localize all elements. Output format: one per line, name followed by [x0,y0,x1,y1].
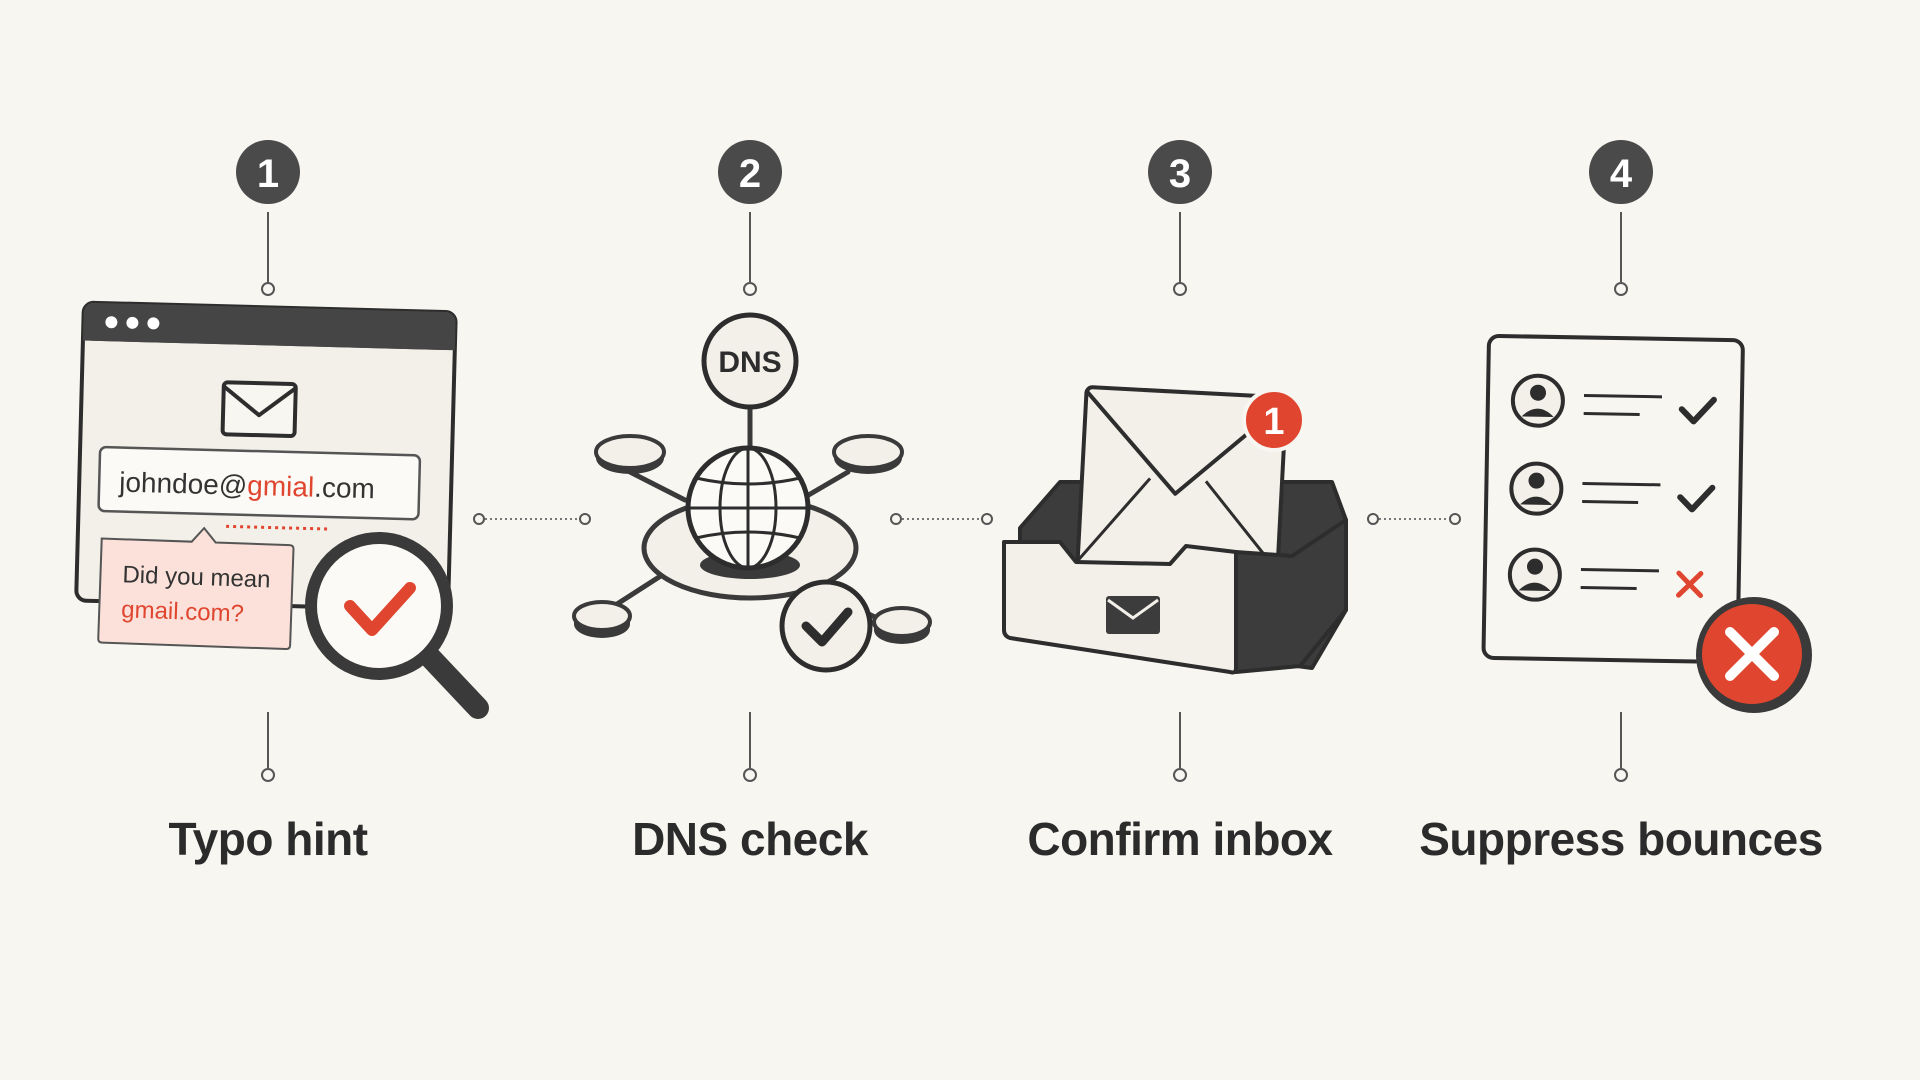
contact-row-invalid [1507,547,1704,602]
step-1-number: 1 [257,152,279,196]
step-4-number: 4 [1610,152,1633,196]
notification-badge: 1 [1242,388,1306,452]
x-icon [1676,570,1704,599]
email-input-value: johndoe@gmial.com [118,467,375,505]
step-1-header: 1 [236,140,300,296]
check-icon [779,579,873,673]
avatar [1510,373,1565,428]
step-3-header: 3 [1148,140,1212,296]
step-3-badge [1148,140,1212,204]
window-dot-icon [105,316,118,329]
hint-suggestion[interactable]: gmail.com? [121,596,245,627]
dns-node-label: DNS [718,346,781,379]
tray-envelope-icon [1106,596,1160,634]
step-1-label: Typo hint [168,813,368,865]
reject-icon [1696,597,1812,713]
step-1-top-node [261,282,275,296]
magnifier-check-icon [305,532,489,719]
dns-check-illustration: DNS [572,312,932,673]
hint-line-1: Did you mean [122,561,271,593]
network-node [872,606,932,644]
envelope-icon [1075,385,1289,577]
step-4-top-node [1614,282,1628,296]
notification-count: 1 [1263,401,1284,443]
step-2-number: 2 [739,152,761,196]
step-2-label: DNS check [632,813,868,865]
step-2-header: 2 [718,140,782,296]
email-input[interactable] [97,445,422,521]
globe-icon [685,445,811,571]
dns-node: DNS [701,312,799,410]
contact-row-valid [1510,373,1717,428]
typo-underline [226,524,329,531]
network-node [594,434,666,474]
envelope-icon [220,380,298,439]
step-4-badge [1589,140,1653,204]
step-4-label: Suppress bounces [1419,813,1823,865]
horizontal-connectors [473,513,1461,525]
step-3-label: Confirm inbox [1027,813,1333,865]
check-icon [1678,396,1717,425]
step-1-badge [236,140,300,204]
network-node [572,600,632,638]
step-2-top-node [743,282,757,296]
step-4-header: 4 [1589,140,1653,296]
typo-highlight: gmial [247,470,315,503]
step-2-badge [718,140,782,204]
confirm-inbox-illustration: 1 [1002,385,1348,675]
window-dot-icon [147,317,160,330]
typo-hint-illustration: johndoe@gmial.com Did you mean gmail.com… [74,300,489,719]
contact-row-valid [1509,461,1716,516]
avatar [1509,461,1564,516]
step-3-number: 3 [1169,152,1191,196]
step-3-top-node [1173,282,1187,296]
window-dot-icon [126,316,139,329]
avatar [1507,547,1562,602]
check-icon [1677,484,1716,513]
suppress-bounces-illustration [1481,334,1812,713]
bottom-connectors [261,712,1628,782]
did-you-mean-tooltip[interactable]: Did you mean gmail.com? [97,525,295,651]
network-node [832,434,904,474]
